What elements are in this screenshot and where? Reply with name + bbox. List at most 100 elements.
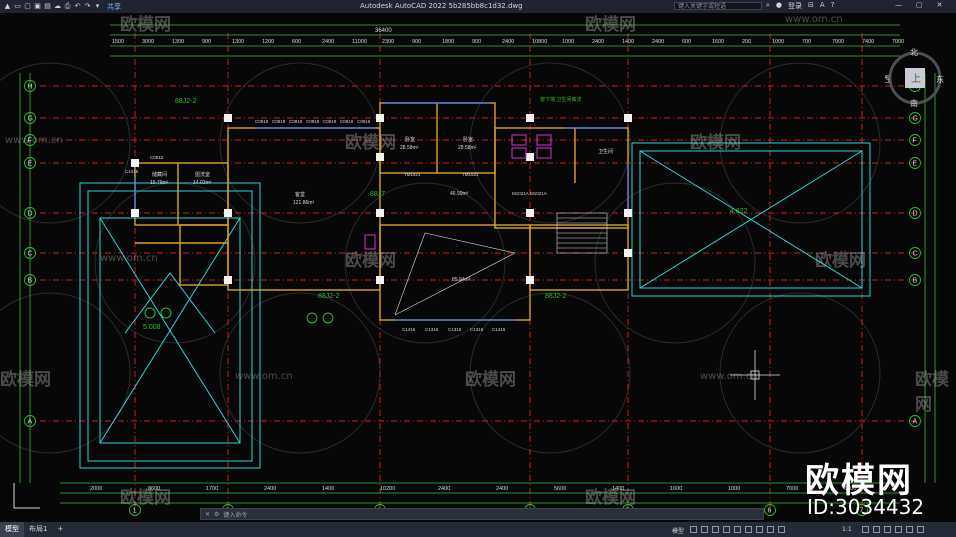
open-file-icon[interactable]: ▢	[24, 2, 31, 10]
share-button[interactable]: 共享	[107, 2, 121, 11]
elevation-label-1: 4.822	[730, 208, 748, 215]
user-icon[interactable]: ●	[775, 1, 783, 9]
grid-label-right: C	[913, 251, 918, 258]
grid-bubble	[909, 112, 921, 124]
login-button[interactable]: 登录	[788, 2, 803, 10]
window-label: C1316	[448, 327, 462, 332]
undo-icon[interactable]: ↶	[74, 2, 81, 10]
ucs-icon	[13, 483, 40, 509]
room-name-bed1: 卧室	[405, 136, 415, 143]
close-command-icon[interactable]: ✕	[205, 510, 211, 518]
dimension-text: 10200	[380, 486, 395, 492]
watermark-url: www.om.cn	[5, 135, 63, 146]
dimension-text: 2400	[502, 39, 514, 45]
osnap-icon[interactable]	[734, 526, 741, 533]
grid-bubble	[24, 247, 36, 259]
save-as-icon[interactable]: ▤	[44, 2, 51, 10]
add-layout-button[interactable]: +	[57, 525, 64, 533]
maximize-icon[interactable]: ▢	[916, 1, 923, 9]
new-file-icon[interactable]: ▭	[14, 2, 21, 10]
elevation-label-2: 5.008	[143, 324, 161, 331]
grid-label-right: B	[913, 278, 918, 285]
dimension-text: 2400	[264, 486, 276, 492]
grid-bubble	[24, 134, 36, 146]
workspace-icon[interactable]	[873, 526, 880, 533]
grid-label-left: G	[28, 116, 33, 123]
workspace-dropdown-icon[interactable]: ▾	[95, 2, 100, 10]
command-input[interactable]: 键入命令	[223, 511, 248, 519]
binoculars-icon[interactable]: ⌕	[766, 1, 770, 9]
dimension-text: 200	[742, 39, 751, 45]
command-wrench-icon[interactable]: ⚙	[214, 510, 220, 518]
grid-bubble	[24, 80, 36, 92]
help-icon[interactable]: ?	[830, 1, 835, 9]
selection-cycling-icon[interactable]	[767, 526, 774, 533]
grid-bubble	[909, 207, 921, 219]
viewcube-top: 上	[911, 73, 921, 85]
terrace-outlines	[79, 142, 871, 469]
window-controls: — ▢ ✕	[895, 1, 943, 9]
transparency-icon[interactable]	[756, 526, 763, 533]
dimension-lines-top	[19, 24, 936, 504]
clean-screen-icon[interactable]	[906, 526, 913, 533]
dimension-text: 7000	[786, 486, 798, 492]
polar-icon[interactable]	[723, 526, 730, 533]
cloud-open-icon[interactable]: ☁	[54, 2, 61, 10]
close-icon[interactable]: ✕	[936, 1, 943, 9]
tab-layout1[interactable]: 布局1	[29, 525, 48, 533]
app-menu-icon[interactable]: ▲	[4, 2, 11, 10]
watermark: 欧模网	[585, 15, 636, 35]
print-icon[interactable]: ⎙	[64, 2, 71, 10]
dimension-text: 900	[202, 39, 211, 45]
watermark: 欧模网	[345, 133, 396, 153]
redo-icon[interactable]: ↷	[84, 2, 91, 10]
dimension-text: 3000	[142, 39, 154, 45]
isolate-icon[interactable]	[884, 526, 891, 533]
dimension-text: 2400	[438, 486, 450, 492]
annotation-icon[interactable]	[778, 526, 785, 533]
annotation-scale[interactable]: 1:1	[842, 526, 852, 533]
search-input[interactable]: 键入关键字或短语	[674, 2, 762, 10]
building-walls	[134, 102, 629, 321]
minimize-icon[interactable]: —	[895, 1, 902, 9]
grid-label-right: G	[913, 116, 918, 123]
save-icon[interactable]: ▣	[34, 2, 41, 10]
window-label: M1021A	[530, 191, 547, 196]
settings-icon[interactable]	[862, 526, 869, 533]
hardware-accel-icon[interactable]	[895, 526, 902, 533]
grid-label-right: A	[913, 419, 918, 426]
status-toggles	[690, 526, 785, 533]
grid-bubble	[24, 274, 36, 286]
window-label: M1021A	[512, 191, 529, 196]
viewcube-north: 北	[910, 48, 918, 57]
command-line[interactable]: ✕ ⚙ 键入命令	[200, 508, 764, 520]
cart-icon[interactable]: ⊟	[808, 1, 814, 9]
grid-icon[interactable]	[690, 526, 697, 533]
room-area-bed1: 28.58m²	[400, 145, 419, 151]
watermark: 欧模网	[690, 133, 741, 153]
watermark: 欧模网	[815, 251, 866, 271]
room-area-hall: 121.86m²	[293, 200, 314, 206]
tab-model[interactable]: 模型	[0, 522, 24, 537]
void-lines	[394, 232, 516, 316]
watermark-url: www.om.cn	[785, 14, 843, 25]
dimension-text: 1700	[206, 486, 218, 492]
dimension-text: 7000	[892, 39, 904, 45]
brand-logo-text: 欧模网	[805, 461, 913, 501]
window-label: TM1521	[404, 172, 421, 177]
dimension-text: 2400	[496, 486, 508, 492]
ortho-icon[interactable]	[712, 526, 719, 533]
viewcube[interactable]: 上 北 南 东 西	[885, 48, 945, 108]
autodesk-a360-icon[interactable]: A	[819, 1, 825, 9]
watermark-url: www.om.cn	[700, 371, 758, 382]
room-area-bed2: 28.58m²	[458, 145, 477, 151]
lineweight-icon[interactable]	[745, 526, 752, 533]
grid-label-left: C	[28, 251, 33, 258]
model-space-label[interactable]: 模型	[672, 528, 685, 535]
watermark: 欧模网	[120, 15, 171, 35]
customize-icon[interactable]	[917, 526, 924, 533]
snap-icon[interactable]	[701, 526, 708, 533]
